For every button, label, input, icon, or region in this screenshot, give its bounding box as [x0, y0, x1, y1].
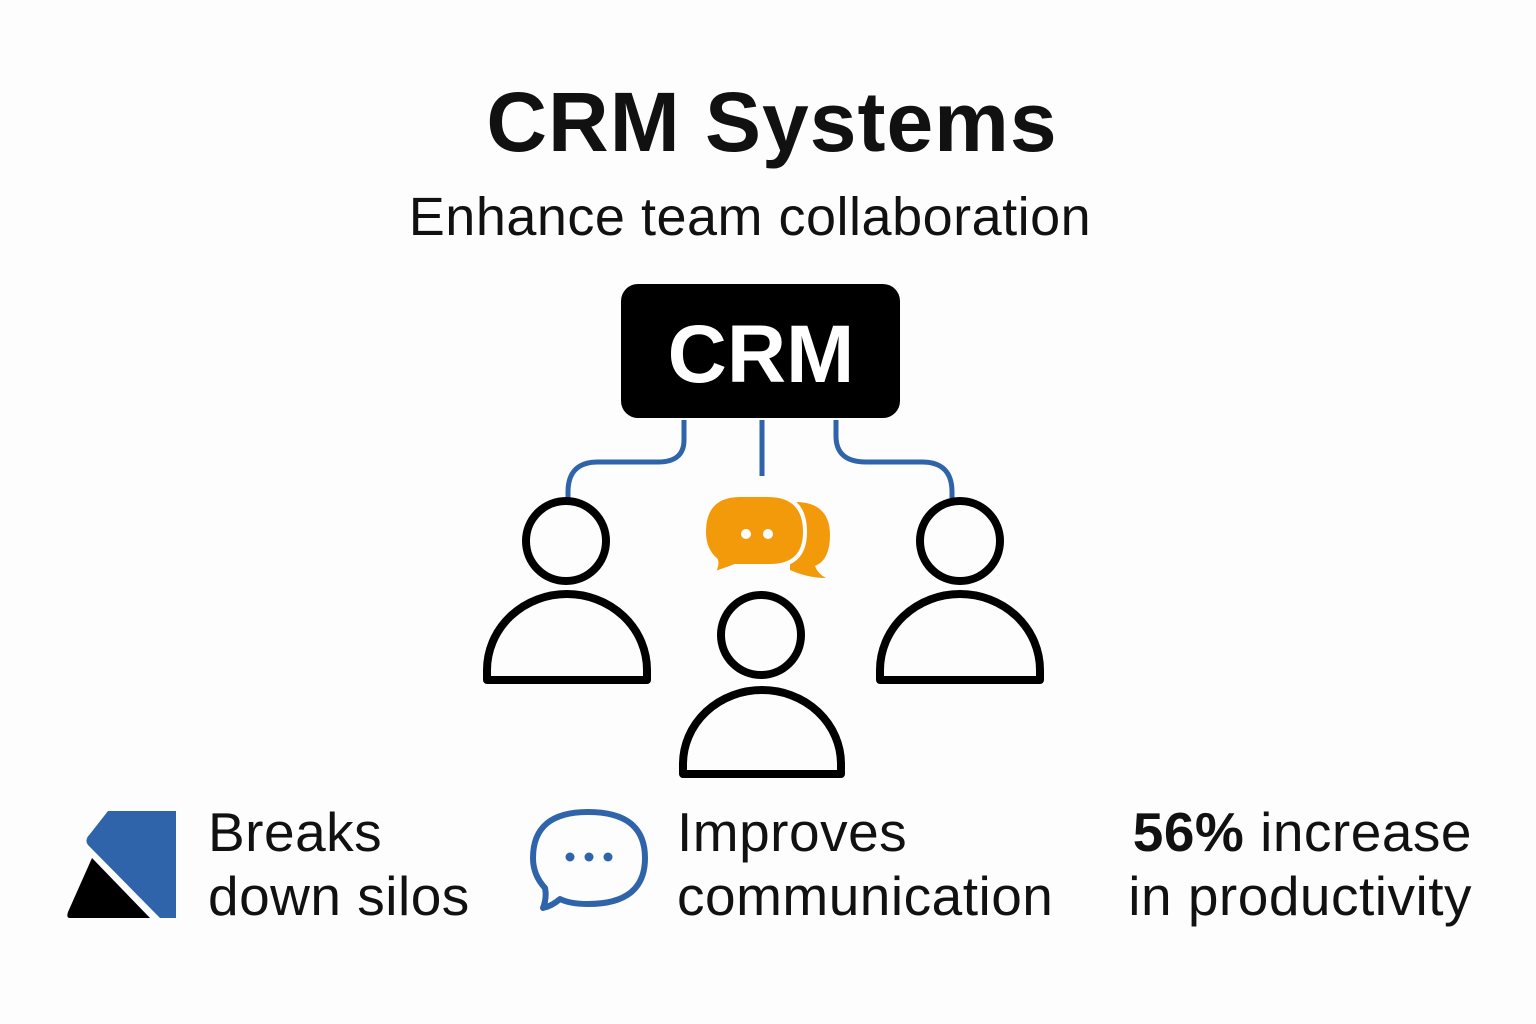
silos-breaking-icon [67, 811, 176, 918]
feature-line: in productivity [1128, 865, 1472, 927]
feature-line: Breaks [208, 801, 383, 863]
connector-right [833, 420, 955, 498]
connector-lines [565, 420, 955, 498]
feature-line: down silos [208, 865, 470, 927]
page-subtitle: Enhance team collaboration [408, 187, 1092, 247]
person-icon-left [483, 497, 651, 684]
feature-improves-communication: Improves communication [677, 800, 1053, 928]
connector-left [565, 420, 687, 498]
crm-hub-label: CRM [668, 309, 855, 400]
speech-bubble-icon [530, 809, 648, 911]
stat-value: 56% [1132, 801, 1245, 863]
page-title: CRM Systems [486, 75, 1058, 169]
crm-hub-box: CRM [621, 284, 900, 418]
feature-productivity-stat: 56% increase in productivity [1128, 800, 1472, 928]
feature-line: Improves [677, 801, 908, 863]
person-icon-right [876, 497, 1044, 684]
feature-line: increase [1244, 801, 1472, 863]
feature-line: communication [677, 865, 1054, 927]
person-icon-center [679, 591, 845, 778]
feature-breaks-silos: Breaks down silos [208, 800, 470, 928]
chat-bubbles-icon [701, 493, 830, 578]
